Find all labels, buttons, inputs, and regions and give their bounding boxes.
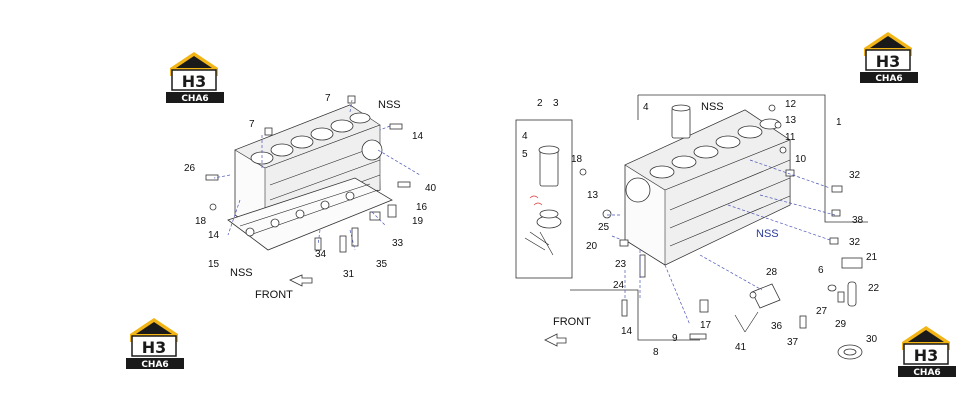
- svg-text:H3: H3: [142, 338, 167, 357]
- callout-6: 6: [818, 265, 824, 276]
- callout-37: 37: [787, 337, 799, 348]
- label-front-right: FRONT: [553, 316, 591, 328]
- callout-11: 11: [785, 132, 796, 143]
- callout-21: 21: [866, 252, 878, 263]
- callout-2: 2: [537, 98, 543, 109]
- callout-34: 34: [315, 249, 327, 260]
- svg-text:H3: H3: [914, 346, 939, 365]
- callout-7b: 7: [249, 119, 255, 130]
- callout-10: 10: [795, 154, 807, 165]
- callout-32a: 32: [849, 170, 861, 181]
- h3-cha6-logo: H3 CHA6: [896, 322, 960, 378]
- callout-25: 25: [598, 222, 610, 233]
- label-front-left: FRONT: [255, 289, 293, 301]
- callout-13b: 13: [587, 190, 599, 201]
- callout-1: 1: [836, 117, 842, 128]
- callout-14a: 14: [412, 131, 424, 142]
- callout-18: 18: [571, 154, 583, 165]
- label-nss-mid-right: NSS: [756, 228, 779, 240]
- label-nss-top-right: NSS: [701, 101, 724, 113]
- callout-24: 24: [613, 280, 625, 291]
- label-nss-top-left: NSS: [378, 99, 401, 111]
- callout-36: 36: [771, 321, 783, 332]
- callout-27: 27: [816, 306, 828, 317]
- callout-9: 9: [672, 333, 678, 344]
- callout-16: 16: [416, 202, 428, 213]
- callout-29: 29: [835, 319, 847, 330]
- callout-22: 22: [868, 283, 880, 294]
- left-labels: 7 7 NSS 14 26 16 40 18 19 14 33 15 34 35…: [184, 93, 437, 301]
- svg-text:CHA6: CHA6: [913, 368, 940, 378]
- svg-text:H3: H3: [876, 52, 901, 71]
- label-nss-bottom-left: NSS: [230, 267, 253, 279]
- callout-14: 14: [621, 326, 633, 337]
- callout-19: 19: [412, 216, 424, 227]
- callout-17: 17: [700, 320, 712, 331]
- callout-18: 18: [195, 216, 207, 227]
- callout-20: 20: [586, 241, 598, 252]
- callout-26: 26: [184, 163, 196, 174]
- callout-3: 3: [553, 98, 559, 109]
- callout-28: 28: [766, 267, 778, 278]
- callout-33: 33: [392, 238, 404, 249]
- h3-cha6-logo: H3 CHA6: [858, 28, 922, 84]
- svg-text:H3: H3: [182, 72, 207, 91]
- callout-23: 23: [615, 259, 627, 270]
- callout-14b: 14: [208, 230, 220, 241]
- callout-38: 38: [852, 215, 864, 226]
- left-engine-block: [205, 95, 421, 287]
- callout-31: 31: [343, 269, 355, 280]
- callout-32b: 32: [849, 237, 861, 248]
- callout-15: 15: [208, 259, 220, 270]
- svg-text:CHA6: CHA6: [141, 360, 168, 370]
- callout-4b: 4: [522, 131, 528, 142]
- svg-text:CHA6: CHA6: [875, 74, 902, 84]
- callout-41: 41: [735, 342, 747, 353]
- callout-35: 35: [376, 259, 388, 270]
- right-labels: 2 3 4 NSS 12 13 1 4 5 11 18 10 32 13 25 …: [522, 98, 880, 358]
- callout-8: 8: [653, 347, 659, 358]
- svg-text:CHA6: CHA6: [181, 94, 208, 104]
- callout-12: 12: [785, 99, 797, 110]
- callout-4a: 4: [643, 102, 649, 113]
- callout-7a: 7: [325, 93, 331, 104]
- callout-40: 40: [425, 183, 437, 194]
- right-engine-block: [515, 94, 868, 360]
- h3-cha6-logo: H3 CHA6: [124, 314, 188, 370]
- callout-30: 30: [866, 334, 878, 345]
- callout-13a: 13: [785, 115, 797, 126]
- callout-5: 5: [522, 149, 528, 160]
- h3-cha6-logo: H3 CHA6: [164, 48, 228, 104]
